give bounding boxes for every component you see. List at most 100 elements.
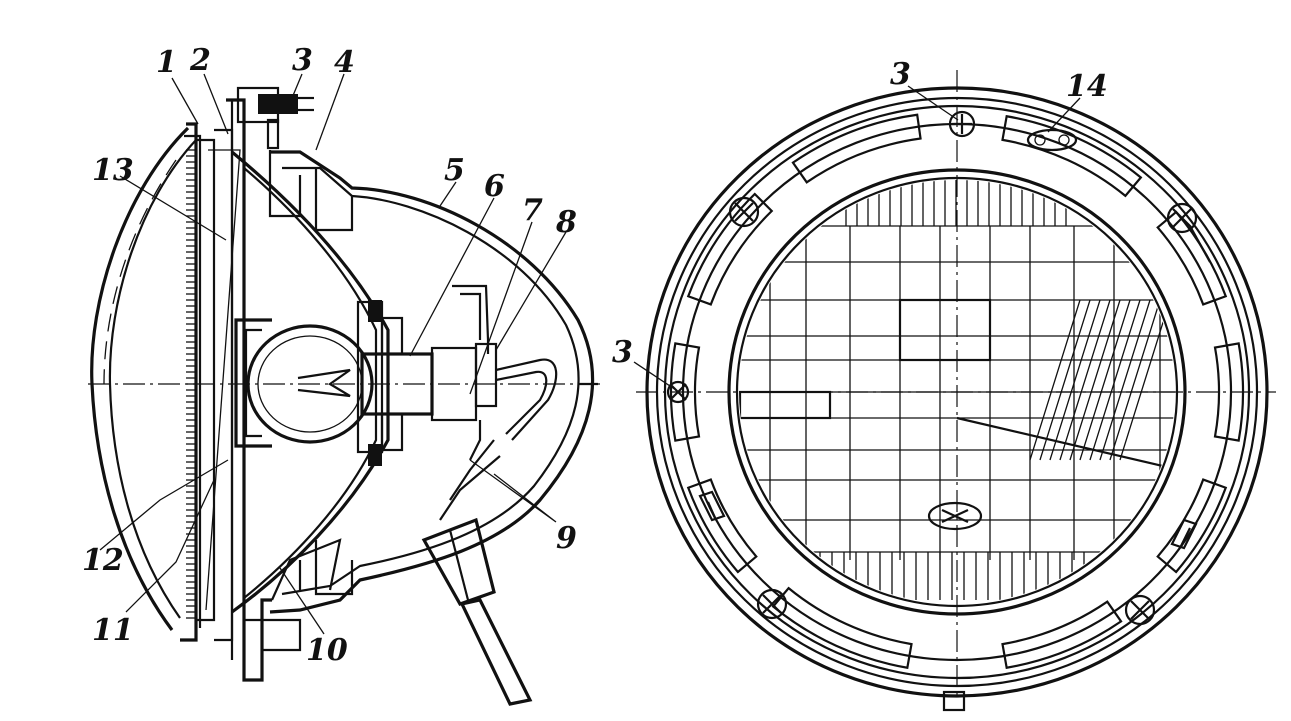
mounting-flange <box>226 98 272 682</box>
adjusting-screw-top <box>236 86 314 150</box>
callout-8: 8 <box>555 205 577 240</box>
reflector-parabola <box>230 150 390 614</box>
callout-2: 2 <box>189 43 211 78</box>
front-view-callouts: 3 14 3 <box>612 57 1108 370</box>
leader-11 <box>125 479 215 613</box>
callout-13: 13 <box>92 153 134 188</box>
wire-lead-3 <box>439 455 501 521</box>
mounting-ring-slot <box>686 192 774 306</box>
prism-louvre <box>1109 299 1161 461</box>
mounting-ring-slot <box>669 342 701 442</box>
spring-clip-2 <box>460 292 482 340</box>
bulb-shield-inner <box>244 328 262 438</box>
spring-clip-left <box>698 490 726 522</box>
lens-inner-ring <box>735 176 1179 608</box>
diffuser-face-2 <box>196 138 216 622</box>
prism-louvre <box>1069 299 1121 461</box>
lens-prism-pattern <box>739 180 1175 600</box>
prism-louvre <box>1039 299 1091 461</box>
prism-block <box>898 298 992 362</box>
prism-louvre <box>1079 299 1131 461</box>
bulb-filament <box>297 368 351 398</box>
mounting-ring-slot <box>686 478 758 574</box>
diffuser-face-1 <box>184 134 202 628</box>
mounting-lug-upper-left <box>728 196 760 228</box>
headlamp-side-section-view <box>88 86 600 706</box>
lens-edge-ring <box>727 168 1187 616</box>
callout-11: 11 <box>92 613 134 648</box>
wire-lead-2 <box>449 439 495 501</box>
lower-bracket <box>244 618 302 652</box>
callout-1: 1 <box>156 45 177 80</box>
leader-12 <box>99 459 229 551</box>
lens-rim-front <box>180 122 198 642</box>
leader-6 <box>409 197 495 357</box>
callout-9: 9 <box>556 521 577 556</box>
mounting-ring-slot <box>1001 600 1123 670</box>
leader-1 <box>171 77 199 125</box>
center-emblem-mark <box>941 509 969 523</box>
callout-7: 7 <box>522 193 543 228</box>
callout-3: 3 <box>292 43 313 78</box>
bulb-glass <box>246 324 374 444</box>
callout-4: 4 <box>334 45 355 80</box>
rim-ring-2 <box>655 96 1259 688</box>
front-screw-top <box>948 110 976 138</box>
mounting-lug-upper-right <box>1166 202 1211 263</box>
spring-clip-right <box>1170 518 1198 550</box>
leader-8 <box>495 231 567 351</box>
leader-14 <box>1047 97 1081 133</box>
front-screw-14 <box>1026 128 1078 152</box>
prism-louvre <box>1049 299 1101 461</box>
rim-ring-3 <box>663 104 1251 680</box>
contact-hook-2 <box>495 370 548 435</box>
lower-inner-bracket <box>298 540 354 596</box>
leader-3-front-top <box>907 85 959 121</box>
leader-5 <box>439 181 457 207</box>
mounting-ring-slot <box>1156 478 1228 574</box>
lens-outer <box>90 126 190 631</box>
callout-12: 12 <box>82 543 124 578</box>
housing-body-inner <box>281 166 580 596</box>
prism-louvre <box>1099 299 1151 461</box>
sealing-ring <box>205 149 241 611</box>
prism-louvre <box>1119 299 1171 461</box>
callout-5: 5 <box>444 153 465 188</box>
bulb-shield <box>234 318 272 448</box>
mounting-ring-slot <box>1213 342 1245 442</box>
leader-lines <box>99 73 1081 635</box>
wire-lead-1 <box>469 420 482 461</box>
leader-7 <box>469 221 533 395</box>
callout-front-3-top: 3 <box>890 57 911 92</box>
outer-rim-ring <box>645 86 1269 698</box>
callout-10: 10 <box>306 633 348 668</box>
mounting-ring-slot <box>791 113 922 184</box>
callout-front-3-left: 3 <box>612 335 633 370</box>
side-view-callouts: 1 2 3 4 5 6 7 8 9 10 11 12 13 <box>82 43 577 668</box>
cable-connector <box>421 517 533 706</box>
prism-louvre <box>1089 299 1141 461</box>
center-emblem <box>927 501 983 531</box>
front-screw-left <box>666 380 690 404</box>
prism-block <box>739 390 832 420</box>
mounting-lug-lower-left <box>756 588 788 620</box>
diffuser-ribbing <box>186 149 196 619</box>
leader-4 <box>315 73 345 151</box>
leader-3-side <box>291 73 303 99</box>
housing-body-outer <box>269 150 595 614</box>
leader-10 <box>279 567 325 635</box>
prism-louvre <box>1029 299 1081 461</box>
mounting-lug-lower-right <box>1124 594 1156 626</box>
headlamp-front-view <box>636 70 1276 712</box>
leader-3-front-left <box>633 361 677 391</box>
leader-2 <box>203 73 229 135</box>
bulb-base <box>356 300 498 466</box>
lens-inner <box>108 139 197 619</box>
bottom-tab <box>942 690 966 712</box>
callout-front-14: 14 <box>1066 69 1108 104</box>
upper-bracket <box>268 150 354 232</box>
contact-hook <box>495 358 558 441</box>
leader-13 <box>119 175 227 241</box>
cutoff-line <box>956 416 1175 472</box>
